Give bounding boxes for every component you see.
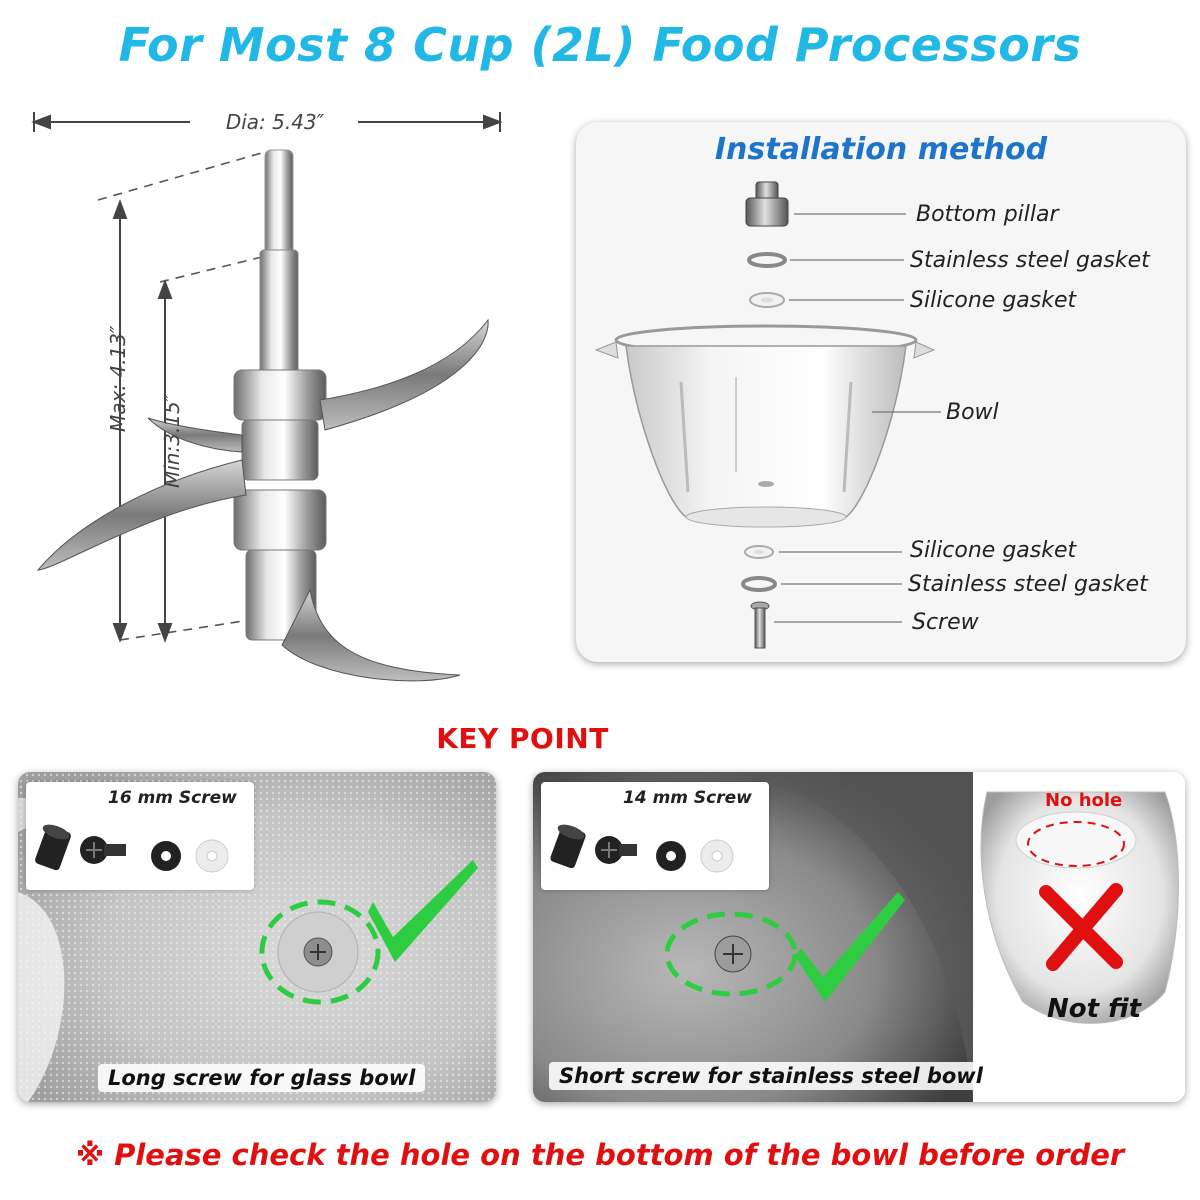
part-label-bowl: Bowl	[946, 400, 999, 425]
screw-16mm-label: 16 mm Screw	[108, 788, 237, 808]
no-hole-dashed-circle	[1027, 821, 1125, 867]
height-dimension-arrows	[112, 199, 173, 643]
check-icon	[795, 892, 905, 1002]
bottom-pillar-part	[745, 181, 789, 227]
installation-title: Installation method	[714, 132, 1048, 167]
not-fit-label: Not fit	[1047, 994, 1141, 1024]
screw-kit-16mm-icons	[35, 824, 229, 873]
screw-kit-14mm-inset: 14 mm Screw	[541, 782, 769, 890]
glass-highlight-circle	[259, 899, 381, 1005]
blade-lower-right	[281, 588, 461, 682]
blade-hub-lower	[233, 489, 327, 551]
stainless-bowl-card: 14 mm Screw No hole Not fit Short screw …	[533, 772, 1185, 1102]
blade-illustration	[31, 112, 503, 682]
order-notice: ※ Please check the hole on the bottom of…	[75, 1138, 1125, 1172]
installation-exploded-view	[594, 181, 941, 649]
page-title: For Most 8 Cup (2L) Food Processors	[118, 18, 1082, 72]
diameter-dimension-line	[31, 112, 503, 132]
key-point-heading: KEY POINT	[436, 722, 609, 755]
cross-icon	[1039, 883, 1123, 971]
screw-part	[750, 601, 770, 649]
blade-upper-left	[147, 417, 243, 453]
part-label-silicone-gasket-bottom: Silicone gasket	[910, 538, 1077, 563]
blade-hub-upper	[233, 369, 327, 421]
stainless-gasket-top-part	[747, 252, 787, 268]
blade-lower-left	[36, 459, 247, 571]
no-hole-bowl-photo	[980, 791, 1179, 1024]
glass-bowl-caption: Long screw for glass bowl	[98, 1064, 426, 1092]
screw-14mm-label: 14 mm Screw	[623, 788, 752, 808]
blade-shaft	[259, 249, 299, 381]
part-label-bottom-pillar: Bottom pillar	[916, 202, 1059, 227]
max-height-label: Max: 4.13″	[106, 325, 130, 432]
dimension-guide-lines	[97, 151, 271, 641]
diameter-label: Dia: 5.43″	[225, 110, 325, 134]
glass-bowl-card: 16 mm Screw Long screw for glass bowl	[18, 772, 496, 1102]
part-label-silicone-gasket-top: Silicone gasket	[910, 288, 1077, 313]
blade-upper-right	[319, 318, 489, 431]
part-label-screw: Screw	[912, 610, 979, 635]
steel-highlight-circle	[664, 911, 798, 997]
stainless-bowl-caption: Short screw for stainless steel bowl	[549, 1062, 993, 1090]
blade-hub-middle	[241, 419, 319, 481]
part-label-stainless-gasket-bottom: Stainless steel gasket	[908, 572, 1148, 597]
part-label-stainless-gasket-top: Stainless steel gasket	[910, 248, 1150, 273]
bowl-part	[594, 324, 936, 528]
check-icon	[368, 860, 478, 962]
stainless-gasket-bottom-part	[741, 576, 777, 592]
installation-method-card: Installation method	[576, 122, 1186, 662]
screw-kit-14mm-icons	[550, 824, 734, 873]
no-hole-label: No hole	[1045, 790, 1123, 811]
screw-kit-16mm-inset: 16 mm Screw	[26, 782, 254, 890]
min-height-label: Min:3.15″	[160, 393, 184, 488]
